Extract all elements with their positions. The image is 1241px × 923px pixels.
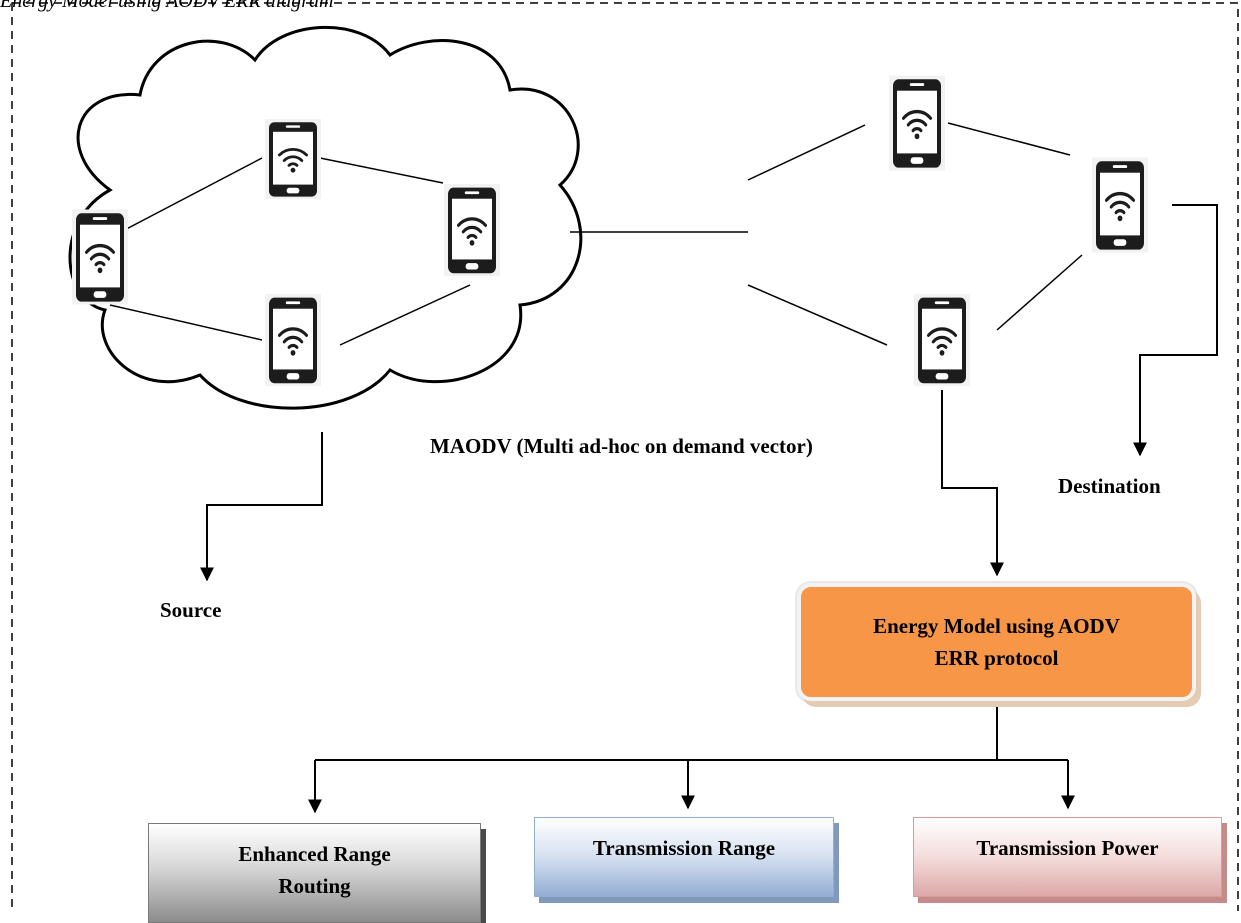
dashed-frame xyxy=(11,2,1239,911)
transmission-range-box: Transmission Range xyxy=(534,817,834,897)
phone-icon-top xyxy=(263,117,323,201)
destination-arrow xyxy=(1133,204,1218,457)
phone-icon-right-top xyxy=(887,73,947,173)
phone-icon-destination xyxy=(1090,155,1150,255)
source-arrow xyxy=(200,432,323,582)
destination-label: Destination xyxy=(1058,474,1161,498)
phone-icon-center xyxy=(442,182,502,278)
energy-arrow xyxy=(941,390,1004,577)
cloud-icon xyxy=(68,26,583,410)
transmission-power-label: Transmission Power xyxy=(976,836,1159,860)
phone-icon-bottom xyxy=(263,292,323,388)
enhanced-range-line2: Routing xyxy=(278,874,351,898)
network-links xyxy=(109,122,1083,346)
energy-model-box: Energy Model using AODV ERR protocol xyxy=(797,583,1196,701)
enhanced-range-routing-box: Enhanced Range Routing xyxy=(148,823,481,923)
transmission-power-box: Transmission Power xyxy=(913,817,1222,897)
energy-model-line1: Energy Model using AODV xyxy=(873,614,1120,638)
energy-model-line2: ERR protocol xyxy=(934,646,1059,670)
maodv-label: MAODV (Multi ad-hoc on demand vector) xyxy=(430,434,813,458)
transmission-range-label: Transmission Range xyxy=(592,836,776,860)
enhanced-range-line1: Enhanced Range xyxy=(238,842,391,866)
phone-icon-left xyxy=(70,207,130,307)
source-label: Source xyxy=(160,598,222,622)
phone-icon-right-bottom xyxy=(912,292,972,388)
